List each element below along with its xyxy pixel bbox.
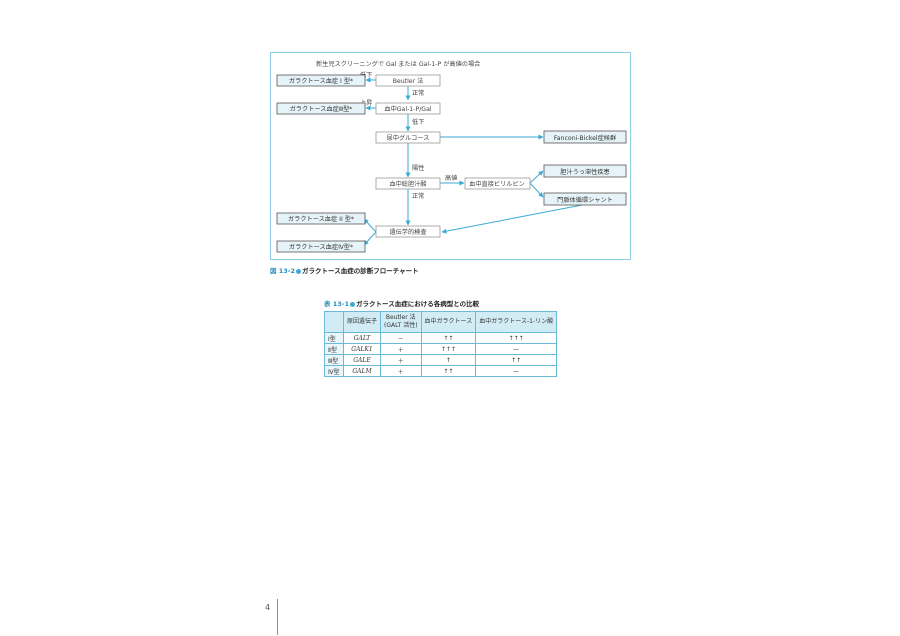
edge-label-low-1: 低下 xyxy=(360,71,372,79)
table-cell: － xyxy=(380,332,422,344)
node-bile-acid: 血中総胆汁酸 xyxy=(375,177,441,190)
table-row: Ⅳ型 GALM ＋ ↑↑ — xyxy=(324,365,558,377)
node-gal1p-label: 血中Gal-1-P/Gal xyxy=(384,105,431,113)
flowchart-title: 新生児スクリーニングで Gal または Gal-1-P が高値の場合 xyxy=(316,60,480,68)
page-number: 4 xyxy=(265,603,271,612)
result-type1-label: ガラクトース血症 I 型* xyxy=(289,77,353,85)
table-cell: ＋ xyxy=(380,343,422,355)
result-type3: ガラクトース血症Ⅲ型* xyxy=(276,102,366,115)
table-header-cell: 血中ガラクトース xyxy=(420,311,477,333)
result-type1: ガラクトース血症 I 型* xyxy=(276,74,366,87)
result-type2-label: ガラクトース血症 II 型* xyxy=(288,215,354,223)
node-bile-acid-label: 血中総胆汁酸 xyxy=(389,180,426,188)
table-header-cell: Beutler 法 (GALT 活性) xyxy=(380,311,422,333)
figure-caption-number: 図 13-2 xyxy=(270,267,296,275)
table-cell: GALK1 xyxy=(342,343,382,355)
table-header-cell: 原因遺伝子 xyxy=(342,311,382,333)
edge-label-low-2: 低下 xyxy=(412,118,424,126)
table-cell: GALT xyxy=(342,332,382,344)
result-fanconi-label: Fanconi-Bickel症候群 xyxy=(554,134,616,142)
table-cell: ↑↑↑ xyxy=(475,332,558,344)
edge-label-high: 高値 xyxy=(445,174,457,182)
table-cell: ↑↑ xyxy=(420,332,477,344)
table-cell: ↑↑ xyxy=(475,354,558,366)
node-genetic-test: 遺伝学的検査 xyxy=(375,225,441,238)
table-row: Ⅱ型 GALK1 ＋ ↑↑↑ — xyxy=(324,343,558,355)
table-cell: Ⅳ型 xyxy=(324,365,344,377)
figure-caption-text: ガラクトース血症の診断フローチャート xyxy=(302,267,419,275)
table-cell: — xyxy=(475,365,558,377)
table-cell: Ⅲ型 xyxy=(324,354,344,366)
node-urine-glucose-label: 尿中グルコース xyxy=(387,134,430,142)
edge-label-normal-2: 正常 xyxy=(412,192,424,200)
result-type2: ガラクトース血症 II 型* xyxy=(276,212,366,225)
table-cell: ↑↑ xyxy=(420,365,477,377)
figure-caption: 図 13-2 ガラクトース血症の診断フローチャート xyxy=(270,265,419,275)
table-caption: 表 13-1 ガラクトース血症における各病型との比較 xyxy=(324,298,479,308)
table-cell: ＋ xyxy=(380,354,422,366)
table-header-row: 原因遺伝子 Beutler 法 (GALT 活性) 血中ガラクトース 血中ガラク… xyxy=(324,311,558,333)
bullet-dot-icon xyxy=(296,268,302,274)
table-cell: GALM xyxy=(342,365,382,377)
edge-label-positive: 陽性 xyxy=(412,164,424,172)
table-header-cell xyxy=(324,311,344,333)
table-cell: — xyxy=(475,343,558,355)
node-urine-glucose: 尿中グルコース xyxy=(375,131,441,144)
table-caption-number: 表 13-1 xyxy=(324,300,350,308)
result-portal-shunt-label: 門脈体循環シャント xyxy=(557,196,613,204)
result-cholestasis-label: 胆汁うっ滞性疾患 xyxy=(560,168,610,176)
result-cholestasis: 胆汁うっ滞性疾患 xyxy=(543,164,627,178)
result-type4-label: ガラクトース血症Ⅳ型* xyxy=(289,243,353,251)
table-cell: Ⅱ型 xyxy=(324,343,344,355)
table-header-cell: 血中ガラクトース-1-リン酸 xyxy=(475,311,558,333)
node-bilirubin-label: 血中直接ビリルビン xyxy=(469,180,525,188)
table-row: Ⅰ型 GALT － ↑↑ ↑↑↑ xyxy=(324,332,558,344)
result-fanconi: Fanconi-Bickel症候群 xyxy=(543,130,627,144)
table-cell: ↑↑↑ xyxy=(420,343,477,355)
flowchart-frame xyxy=(270,52,631,260)
comparison-table: 原因遺伝子 Beutler 法 (GALT 活性) 血中ガラクトース 血中ガラク… xyxy=(324,311,558,377)
table-cell: Ⅰ型 xyxy=(324,332,344,344)
page-rule-divider xyxy=(277,599,278,635)
node-bilirubin: 血中直接ビリルビン xyxy=(464,177,531,190)
result-type4: ガラクトース血症Ⅳ型* xyxy=(276,240,366,253)
node-beutler: Beutler 法 xyxy=(375,74,441,87)
table-row: Ⅲ型 GALE ＋ ↑ ↑↑ xyxy=(324,354,558,366)
table-cell: ↑ xyxy=(420,354,477,366)
table-caption-text: ガラクトース血症における各病型との比較 xyxy=(356,300,480,308)
bullet-dot-icon xyxy=(350,301,356,307)
table-cell: ＋ xyxy=(380,365,422,377)
flowchart-connectors xyxy=(363,77,583,246)
node-beutler-label: Beutler 法 xyxy=(393,77,424,85)
table-cell: GALE xyxy=(342,354,382,366)
result-portal-shunt: 門脈体循環シャント xyxy=(543,192,627,206)
node-gal1p: 血中Gal-1-P/Gal xyxy=(375,102,441,115)
result-type3-label: ガラクトース血症Ⅲ型* xyxy=(290,105,353,113)
edge-label-normal-1: 正常 xyxy=(412,89,424,97)
edge-label-rise: 上昇 xyxy=(360,99,372,107)
node-genetic-test-label: 遺伝学的検査 xyxy=(389,228,426,236)
